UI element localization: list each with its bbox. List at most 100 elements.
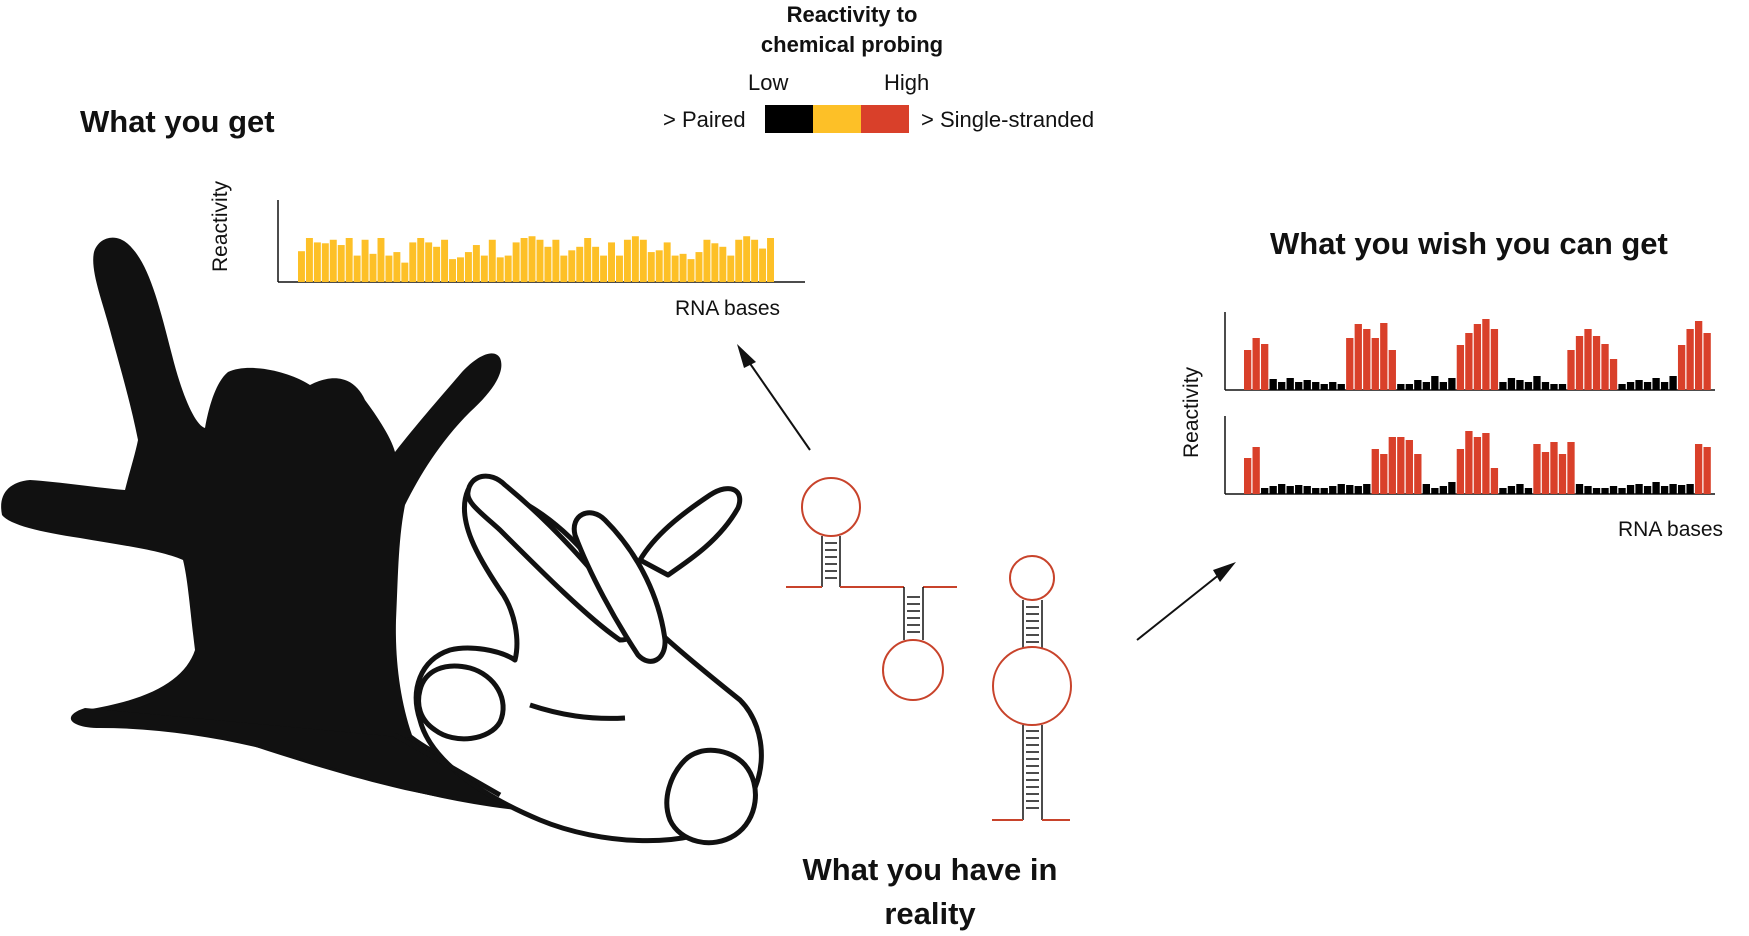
chart1-bar: [671, 255, 679, 282]
chart1-bar: [417, 238, 425, 282]
chart1-bar: [313, 242, 321, 282]
chart2-bar: [1507, 486, 1516, 494]
chart1-bar: [425, 242, 433, 282]
chart2-bar: [1278, 382, 1286, 390]
chart1-bar: [298, 251, 305, 282]
chart1-bar: [719, 246, 727, 282]
chart2-bar: [1533, 376, 1541, 390]
chart2-bar: [1422, 382, 1430, 390]
chart2-bar: [1482, 433, 1490, 494]
chart1-bar: [695, 252, 703, 282]
chart2-bar: [1550, 442, 1558, 494]
chart2-bar: [1541, 452, 1550, 494]
chart2-bar: [1686, 484, 1694, 494]
chart2-bar: [1643, 486, 1652, 494]
legend-high-label: High: [884, 70, 930, 95]
chart1-bar: [496, 257, 504, 282]
chart1-bar: [520, 238, 528, 282]
chart1-bar: [504, 255, 512, 282]
chart2-bar: [1320, 384, 1328, 390]
chart2-bar: [1405, 384, 1413, 390]
chart2-bar: [1558, 384, 1567, 390]
chart2-bar: [1482, 319, 1490, 390]
chart2-bar: [1244, 350, 1252, 390]
chart1-bar: [759, 248, 767, 282]
chart2-bar: [1499, 382, 1507, 390]
rna-internal-loop: [992, 646, 1072, 726]
chart2-bar: [1431, 488, 1439, 494]
legend-low-label: Low: [748, 70, 789, 95]
chart2-bar: [1669, 376, 1677, 390]
chart2-bar: [1337, 384, 1345, 390]
chart2-bar: [1507, 378, 1516, 390]
chart1-bar: [584, 238, 592, 282]
chart2-bar: [1295, 485, 1303, 494]
rna-hairpin-loop: [882, 639, 944, 701]
flat-reactivity-chart: [277, 200, 805, 283]
chart1-bar: [751, 239, 759, 282]
chart1-bar: [576, 246, 584, 282]
chart2-bar: [1635, 484, 1643, 494]
chart1-bar: [568, 250, 576, 282]
legend-swatch: [861, 105, 909, 133]
chart2-bar: [1669, 484, 1677, 494]
chart1-bar: [616, 255, 623, 282]
chart1-bar: [369, 253, 377, 282]
heading-what-you-have: What you have in reality: [802, 852, 1058, 931]
chart2-bar: [1363, 484, 1371, 494]
chart2-bar: [1694, 444, 1703, 494]
chart2-bar: [1567, 442, 1575, 494]
chart2-bar: [1337, 484, 1345, 494]
rna-hairpin-loop: [801, 477, 861, 537]
rna-structures: [786, 477, 1072, 821]
chart2-bar: [1567, 350, 1575, 390]
chart2-bar: [1354, 324, 1362, 390]
hand-shadow-silhouette: [1, 237, 561, 814]
chart2-bar: [1516, 380, 1524, 390]
heading-what-you-get: What you get: [80, 104, 275, 139]
legend-color-bar: [765, 105, 909, 133]
chart2-bar: [1660, 382, 1669, 390]
patterned-reactivity-chart: [1224, 312, 1715, 495]
chart2-bar: [1312, 382, 1320, 390]
chart1-bar: [433, 246, 441, 282]
chart1-bar: [361, 239, 369, 282]
chart1-bar: [608, 242, 615, 282]
chart2-bar: [1499, 488, 1507, 494]
chart1-bar: [703, 239, 711, 282]
chart1-bar: [687, 259, 695, 282]
chart2-bar: [1465, 333, 1473, 390]
chart1-bar: [377, 238, 385, 282]
chart2-bar: [1686, 329, 1694, 390]
chart1-bar: [353, 255, 361, 282]
chart1-bar: [552, 239, 560, 282]
chart2-bar: [1643, 382, 1652, 390]
chart1-bar: [337, 245, 345, 282]
chart1-bar: [560, 255, 568, 282]
chart2-bar: [1473, 437, 1482, 494]
chart2-bar: [1465, 431, 1473, 494]
legend-swatch: [813, 105, 861, 133]
chart2-bar: [1244, 458, 1252, 494]
chart1-bar: [345, 238, 353, 282]
chart2-bar: [1694, 321, 1703, 390]
chart2-bar: [1295, 382, 1303, 390]
chart2-bar: [1439, 486, 1448, 494]
chart2-bar: [1405, 440, 1413, 494]
chart2-bar: [1609, 359, 1618, 390]
chart2-bar: [1380, 454, 1388, 494]
chart1-bar: [592, 246, 600, 282]
chart1-bar: [464, 252, 472, 282]
chart2-bar: [1354, 486, 1362, 494]
chart2-bar: [1329, 486, 1337, 494]
chart1-bar: [647, 252, 655, 282]
chart1-bar: [655, 250, 663, 282]
chart2-bar: [1677, 485, 1686, 494]
chart2-bar: [1422, 484, 1430, 494]
legend-title: Reactivity to chemical probing: [760, 2, 944, 57]
rabbit-illustration: [393, 473, 764, 846]
chart2-bar: [1269, 379, 1277, 390]
chart2-bar: [1601, 488, 1609, 494]
legend-single-stranded-label: > Single-stranded: [921, 107, 1095, 132]
